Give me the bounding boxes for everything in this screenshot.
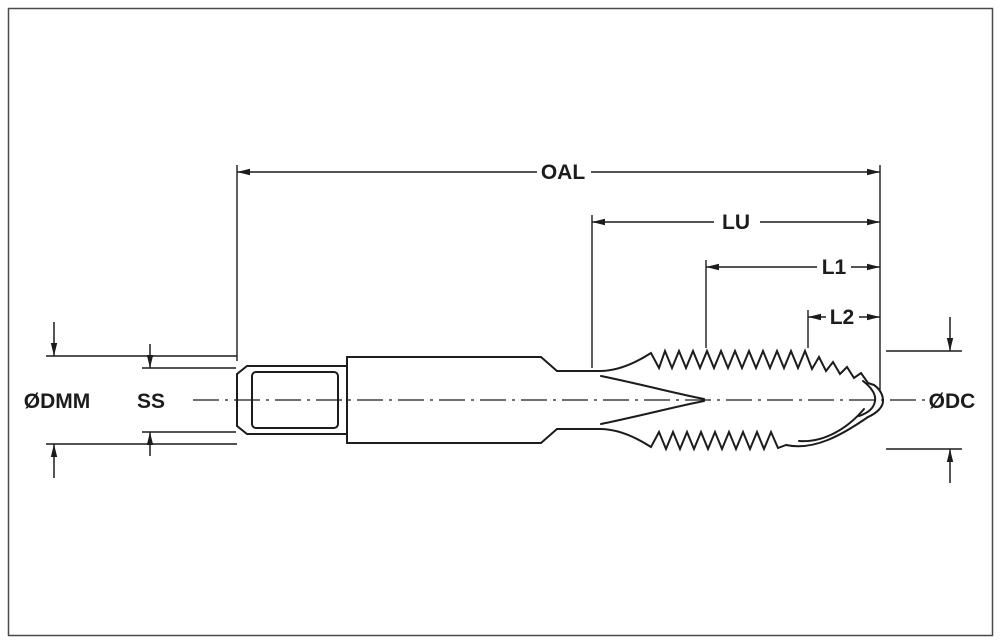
dimension-lu: LU bbox=[592, 211, 880, 234]
tap-nose bbox=[867, 384, 885, 418]
dimension-label-ss: SS bbox=[137, 390, 165, 413]
dimension-l1: L1 bbox=[706, 256, 880, 279]
dimension-label-l2: L2 bbox=[830, 306, 855, 329]
dimension-label-lu: LU bbox=[722, 211, 750, 234]
dimension-label-dmm: ØDMM bbox=[24, 390, 91, 413]
dimension-dc: ØDC bbox=[929, 317, 976, 483]
tap-runout-upper bbox=[600, 375, 705, 400]
tap-shank-top bbox=[346, 356, 601, 372]
tap-runout-lower bbox=[600, 400, 705, 425]
tap-thread-profile-bottom bbox=[599, 428, 787, 452]
dimension-dmm: ØDMM bbox=[24, 322, 91, 478]
extension-lines bbox=[46, 165, 962, 450]
tap-tip-detail bbox=[858, 380, 877, 417]
drawing-frame bbox=[7, 7, 994, 637]
tap-flute-outer bbox=[785, 416, 869, 448]
dimension-label-l1: L1 bbox=[822, 256, 847, 279]
dimension-ss: SS bbox=[137, 344, 165, 456]
dimension-l2: L2 bbox=[808, 306, 880, 329]
tap-shank-bottom bbox=[346, 428, 601, 444]
dimension-label-oal: OAL bbox=[541, 161, 586, 184]
dimension-label-dc: ØDC bbox=[929, 390, 976, 413]
dimension-oal: OAL bbox=[237, 161, 880, 184]
tap-thread-profile-top bbox=[599, 348, 875, 386]
tap-square-flat bbox=[251, 371, 339, 429]
tap-square-end bbox=[236, 365, 348, 435]
tap-outline bbox=[236, 348, 885, 452]
tap-flute-inner bbox=[798, 408, 865, 443]
